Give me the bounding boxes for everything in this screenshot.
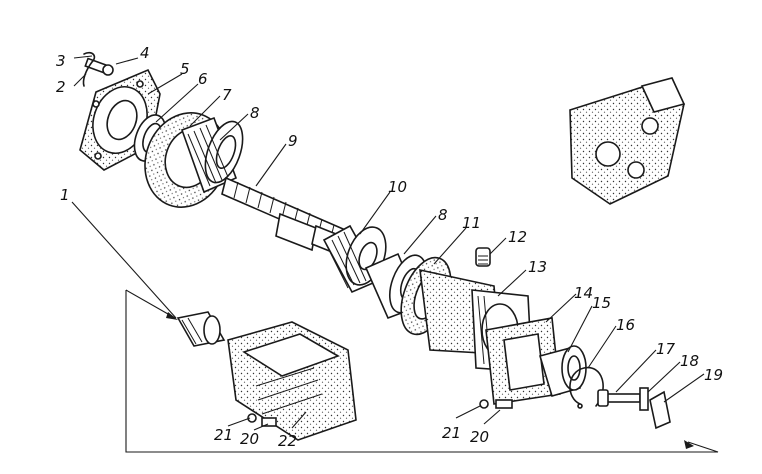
part-cover-assembly <box>569 77 686 205</box>
assembly-loop-arrow <box>125 289 719 453</box>
label-16: 16 <box>616 316 635 334</box>
label-10: 10 <box>388 178 407 196</box>
label-22: 22 <box>278 432 297 450</box>
label-18: 18 <box>680 352 699 370</box>
part-labels: 1 2 3 4 5 6 7 8 9 10 8 11 12 13 14 15 16… <box>56 44 723 450</box>
label-7: 7 <box>222 86 232 104</box>
label-12: 12 <box>508 228 527 246</box>
label-13: 13 <box>528 258 547 276</box>
label-14: 14 <box>574 284 593 302</box>
label-20-left: 20 <box>240 430 259 448</box>
label-8-right: 8 <box>438 206 448 224</box>
part-housing-22 <box>227 321 357 441</box>
label-19: 19 <box>704 366 723 384</box>
label-20-right: 20 <box>470 428 489 446</box>
part-bolt-20-right <box>479 399 513 409</box>
label-5: 5 <box>180 60 190 78</box>
part-washer-18 <box>639 387 649 411</box>
part-bolt-17 <box>597 389 641 407</box>
part-bolt-4 <box>82 51 114 87</box>
label-11: 11 <box>462 214 481 232</box>
part-shaft-9 <box>221 176 351 254</box>
label-6: 6 <box>198 70 208 88</box>
part-sleeve-1 <box>176 311 226 347</box>
label-15: 15 <box>592 294 611 312</box>
label-4: 4 <box>140 44 150 62</box>
part-plate-19 <box>649 390 671 430</box>
label-9: 9 <box>288 132 298 150</box>
leader-lines <box>71 55 705 431</box>
label-1: 1 <box>60 186 70 204</box>
label-3: 3 <box>56 52 66 70</box>
part-plug-12 <box>475 247 491 267</box>
label-17: 17 <box>656 340 676 358</box>
part-bearing-8-left <box>180 116 244 194</box>
part-gasket-14 <box>485 317 561 405</box>
label-21-left: 21 <box>214 426 233 444</box>
label-21-right: 21 <box>442 424 461 442</box>
label-2: 2 <box>56 78 66 96</box>
label-8-left: 8 <box>250 104 260 122</box>
